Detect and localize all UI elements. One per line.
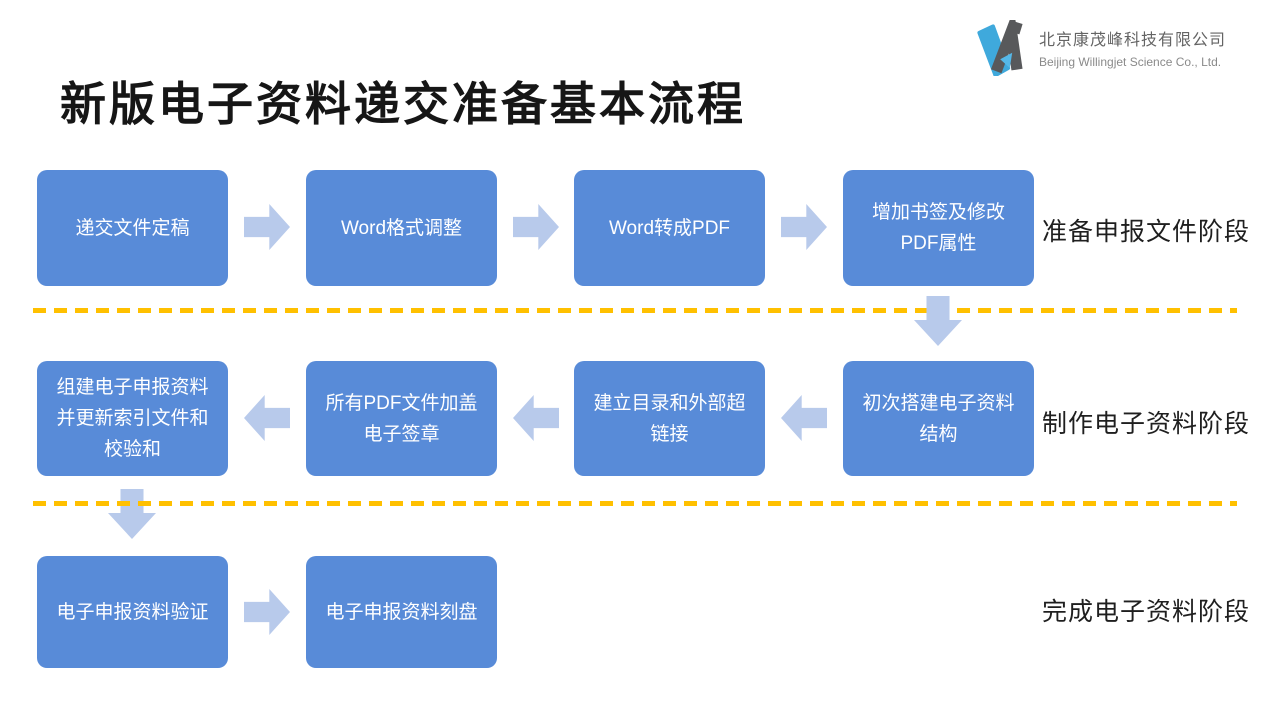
stage-separator-line bbox=[33, 501, 1237, 506]
company-name-cn: 北京康茂峰科技有限公司 bbox=[1039, 32, 1227, 49]
arrow-down-icon bbox=[914, 296, 962, 346]
flow-box-assemble-dossier-update-index-checksum: 组建电子申报资料并更新索引文件和校验和 bbox=[37, 361, 228, 476]
flow-box-word-to-pdf: Word转成PDF bbox=[574, 170, 765, 286]
flow-box-create-toc-external-hyperlinks: 建立目录和外部超链接 bbox=[574, 361, 765, 476]
stage-label-prepare-documents: 准备申报文件阶段 bbox=[1042, 218, 1251, 246]
page-title: 新版电子资料递交准备基本流程 bbox=[60, 78, 746, 130]
company-name-en: Beijing Willingjet Science Co., Ltd. bbox=[1039, 55, 1222, 69]
arrow-left-icon bbox=[513, 395, 559, 441]
flow-box-submit-final-draft: 递交文件定稿 bbox=[37, 170, 228, 286]
arrow-right-icon bbox=[244, 204, 290, 250]
flow-box-add-bookmarks-pdf-props: 增加书签及修改PDF属性 bbox=[843, 170, 1034, 286]
flow-box-word-format-adjust: Word格式调整 bbox=[306, 170, 497, 286]
willingjet-w-logo-icon bbox=[977, 20, 1023, 76]
arrow-down-icon bbox=[108, 489, 156, 539]
arrow-right-icon bbox=[513, 204, 559, 250]
stage-separator-line bbox=[33, 308, 1237, 313]
stage-label-finish-edossier: 完成电子资料阶段 bbox=[1042, 598, 1251, 626]
arrow-right-icon bbox=[244, 589, 290, 635]
stage-label-make-edossier: 制作电子资料阶段 bbox=[1042, 410, 1251, 438]
company-logo: 北京康茂峰科技有限公司 Beijing Willingjet Science C… bbox=[967, 20, 1226, 76]
company-name-block: 北京康茂峰科技有限公司 Beijing Willingjet Science C… bbox=[1039, 20, 1226, 69]
arrow-right-icon bbox=[781, 204, 827, 250]
flow-box-burn-edossier-disc: 电子申报资料刻盘 bbox=[306, 556, 497, 668]
arrow-left-icon bbox=[244, 395, 290, 441]
flow-box-validate-edossier: 电子申报资料验证 bbox=[37, 556, 228, 668]
flow-box-initial-edossier-structure: 初次搭建电子资料结构 bbox=[843, 361, 1034, 476]
flow-box-stamp-all-pdfs-esignature: 所有PDF文件加盖电子签章 bbox=[306, 361, 497, 476]
arrow-left-icon bbox=[781, 395, 827, 441]
